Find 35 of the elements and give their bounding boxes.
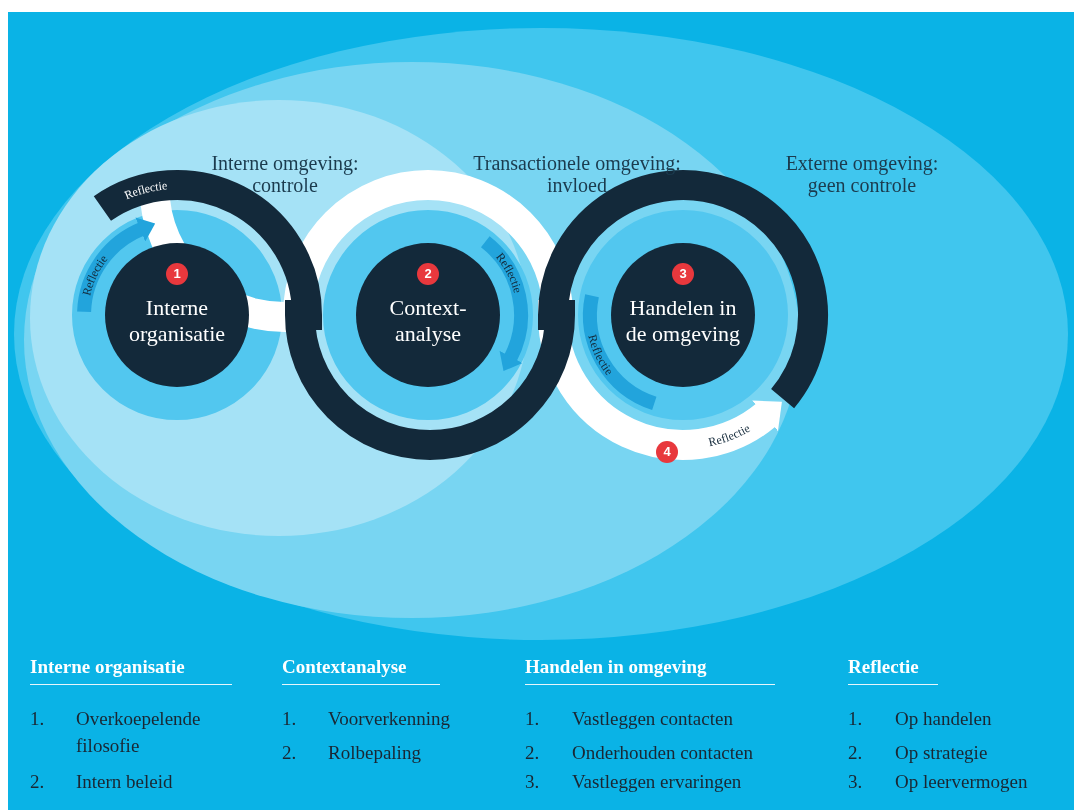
list-number: 2. bbox=[525, 741, 540, 765]
list-number: 3. bbox=[525, 770, 540, 794]
list-item: Vastleggen ervaringen bbox=[572, 770, 742, 794]
phase-title: Handelen in de omgeving bbox=[624, 295, 742, 347]
step-number-badge: 1 bbox=[166, 263, 188, 285]
phase-title: Interne organisatie bbox=[127, 295, 227, 347]
list-number: 2. bbox=[282, 741, 297, 765]
zone-heading: Transactionele omgeving: invloed bbox=[472, 152, 682, 196]
column-heading: Reflectie bbox=[848, 656, 938, 685]
column-heading: Handelen in omgeving bbox=[525, 656, 775, 685]
zone-heading: Externe omgeving: geen controle bbox=[784, 152, 940, 196]
column-heading: Interne organisatie bbox=[30, 656, 232, 685]
list-number: 2. bbox=[848, 741, 863, 765]
zone-heading: Interne omgeving: controle bbox=[210, 152, 360, 196]
list-item: Op strategie bbox=[895, 741, 988, 765]
list-number: 2. bbox=[30, 770, 45, 794]
list-number: 1. bbox=[848, 707, 863, 731]
list-item: Op handelen bbox=[895, 707, 992, 731]
list-item: Onderhouden contacten bbox=[572, 741, 753, 765]
step-number-badge: 3 bbox=[672, 263, 694, 285]
list-item: Overkoepelende filosofie bbox=[76, 707, 202, 758]
step-number-badge: 2 bbox=[417, 263, 439, 285]
reflection-label: Reflectie bbox=[122, 178, 168, 203]
list-number: 1. bbox=[282, 707, 297, 731]
reflection-label: Reflectie bbox=[707, 420, 753, 450]
column-heading: Contextanalyse bbox=[282, 656, 440, 685]
list-item: Op leervermogen bbox=[895, 770, 1028, 794]
list-item: Rolbepaling bbox=[328, 741, 421, 765]
list-item: Voorverkenning bbox=[328, 707, 451, 731]
list-item: Vastleggen contacten bbox=[572, 707, 733, 731]
list-number: 3. bbox=[848, 770, 863, 794]
list-number: 1. bbox=[30, 707, 45, 731]
list-number: 1. bbox=[525, 707, 540, 731]
list-item: Intern beleid bbox=[76, 770, 173, 794]
phase-title: Context-analyse bbox=[388, 295, 468, 347]
